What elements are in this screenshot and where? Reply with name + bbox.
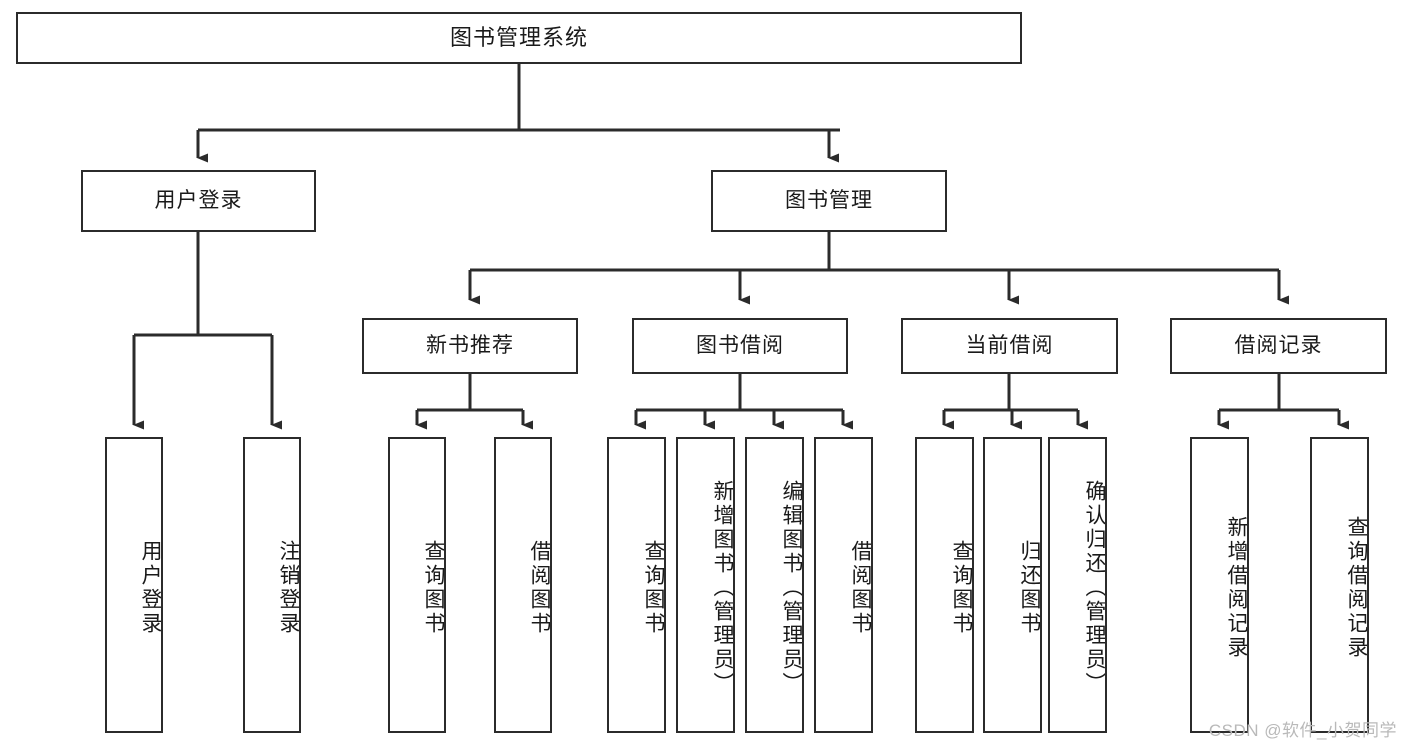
node-label: 当前借阅 bbox=[965, 334, 1054, 358]
node-label: 归还图书 bbox=[1018, 540, 1041, 636]
node-user-login[interactable]: 用户登录 bbox=[81, 170, 316, 232]
node-current-borrow[interactable]: 当前借阅 bbox=[901, 318, 1118, 374]
node-label: 查询图书 bbox=[422, 540, 445, 636]
leaf-record-add-record[interactable]: 新增借阅记录 bbox=[1190, 437, 1249, 733]
node-label: 编辑图书（管理员） bbox=[780, 480, 803, 696]
leaf-user-login[interactable]: 用户登录 bbox=[105, 437, 163, 733]
node-book-management[interactable]: 图书管理 bbox=[711, 170, 947, 232]
leaf-borrow-query-book[interactable]: 查询图书 bbox=[607, 437, 666, 733]
leaf-borrow-borrow-book[interactable]: 借阅图书 bbox=[814, 437, 873, 733]
node-label: 图书管理 bbox=[785, 189, 873, 213]
node-root-book-management-system[interactable]: 图书管理系统 bbox=[16, 12, 1022, 64]
node-label: 新增图书（管理员） bbox=[711, 480, 734, 696]
node-label: 注销登录 bbox=[277, 540, 300, 636]
leaf-current-confirm-return-admin[interactable]: 确认归还（管理员） bbox=[1048, 437, 1107, 733]
leaf-current-return-book[interactable]: 归还图书 bbox=[983, 437, 1042, 733]
leaf-newbook-borrow-book[interactable]: 借阅图书 bbox=[494, 437, 552, 733]
node-new-book-recommend[interactable]: 新书推荐 bbox=[362, 318, 578, 374]
node-label: 借阅记录 bbox=[1234, 334, 1323, 358]
node-label: 借阅图书 bbox=[528, 540, 551, 636]
node-label: 图书借阅 bbox=[696, 334, 784, 358]
node-label: 查询借阅记录 bbox=[1345, 516, 1368, 660]
node-borrow-record[interactable]: 借阅记录 bbox=[1170, 318, 1387, 374]
node-book-borrow[interactable]: 图书借阅 bbox=[632, 318, 848, 374]
node-label: 图书管理系统 bbox=[449, 24, 588, 50]
node-label: 用户登录 bbox=[139, 540, 162, 636]
leaf-borrow-edit-book-admin[interactable]: 编辑图书（管理员） bbox=[745, 437, 804, 733]
node-label: 用户登录 bbox=[154, 189, 243, 213]
node-label: 新书推荐 bbox=[426, 334, 514, 358]
leaf-user-logout[interactable]: 注销登录 bbox=[243, 437, 301, 733]
node-label: 确认归还（管理员） bbox=[1083, 480, 1106, 696]
leaf-current-query-book[interactable]: 查询图书 bbox=[915, 437, 974, 733]
node-label: 新增借阅记录 bbox=[1225, 516, 1248, 660]
leaf-borrow-add-book-admin[interactable]: 新增图书（管理员） bbox=[676, 437, 735, 733]
node-label: 借阅图书 bbox=[849, 540, 872, 636]
leaf-newbook-query-book[interactable]: 查询图书 bbox=[388, 437, 446, 733]
node-label: 查询图书 bbox=[950, 540, 973, 636]
node-label: 查询图书 bbox=[642, 540, 665, 636]
leaf-record-query-record[interactable]: 查询借阅记录 bbox=[1310, 437, 1369, 733]
